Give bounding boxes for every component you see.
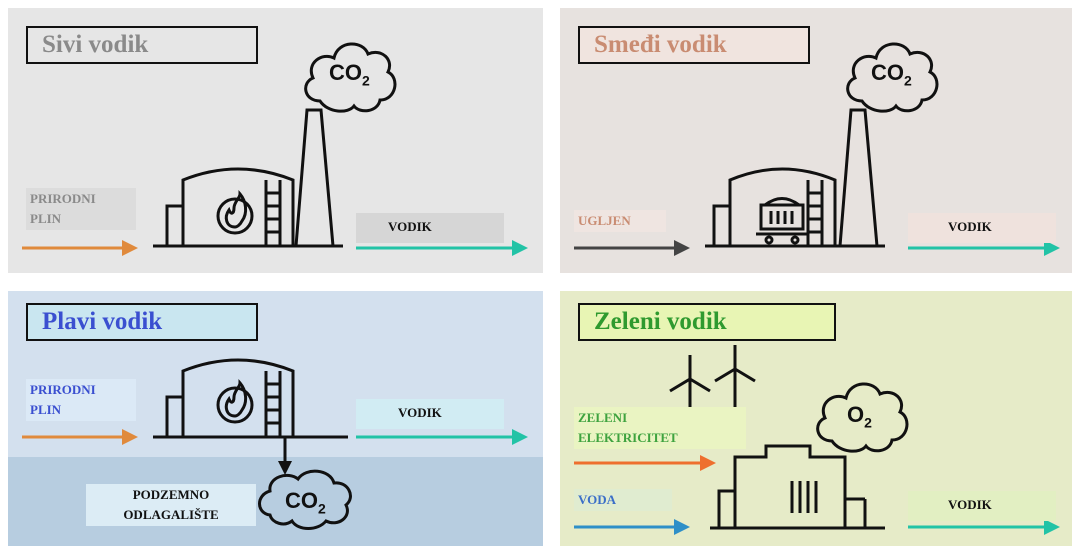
factory-building-icon bbox=[165, 108, 335, 248]
co2-cloud-icon bbox=[258, 469, 352, 530]
flame-icon bbox=[216, 378, 254, 424]
wind-turbine-icon bbox=[669, 345, 756, 419]
gas-label: CO2 bbox=[285, 488, 326, 517]
co2-cloud-icon bbox=[846, 42, 939, 113]
output-label: VODIK bbox=[356, 399, 504, 429]
gas-label: O2 bbox=[847, 402, 872, 431]
brown-plant-illustration bbox=[574, 42, 1060, 256]
flame-icon bbox=[216, 189, 254, 235]
blue-plant-illustration bbox=[22, 358, 528, 530]
coal-cart-icon bbox=[756, 197, 808, 245]
panel-brown-hydrogen: CO2 Smeđi vodik UGLJEN VODIK bbox=[560, 8, 1072, 273]
panel-title: Plavi vodik bbox=[26, 303, 258, 341]
grey-plant-illustration bbox=[22, 42, 528, 256]
output-label: VODIK bbox=[356, 213, 504, 243]
co2-cloud-icon bbox=[304, 42, 397, 113]
green-plant-illustration bbox=[574, 345, 1060, 535]
input-label: PRIRODNI PLIN bbox=[26, 379, 136, 421]
o2-cloud-icon bbox=[816, 382, 909, 453]
panel-green-hydrogen: O2 Zeleni vodik ZELENI ELEKTRICITET VODA… bbox=[560, 291, 1072, 546]
panel-blue-hydrogen: CO2 Plavi vodik PRIRODNI PLIN VODIK PODZ… bbox=[8, 291, 543, 546]
panel-grey-hydrogen: CO2 Sivi vodik PRIRODNI PLIN VODIK bbox=[8, 8, 543, 273]
factory-building-icon bbox=[165, 358, 295, 439]
input-label: ZELENI ELEKTRICITET bbox=[574, 407, 746, 449]
gas-label: CO2 bbox=[871, 60, 912, 89]
input2-label: VODA bbox=[574, 489, 672, 511]
storage-label: PODZEMNO ODLAGALIŠTE bbox=[86, 484, 256, 526]
panel-title: Sivi vodik bbox=[26, 26, 258, 64]
panel-title: Smeđi vodik bbox=[578, 26, 810, 64]
input-label: PRIRODNI PLIN bbox=[26, 188, 136, 230]
input-label: UGLJEN bbox=[574, 210, 666, 232]
factory-building-icon bbox=[712, 108, 879, 248]
output-label: VODIK bbox=[908, 491, 1056, 521]
gas-label: CO2 bbox=[329, 60, 370, 89]
panel-title: Zeleni vodik bbox=[578, 303, 836, 341]
factory-building-icon bbox=[717, 444, 867, 530]
output-label: VODIK bbox=[908, 213, 1056, 243]
